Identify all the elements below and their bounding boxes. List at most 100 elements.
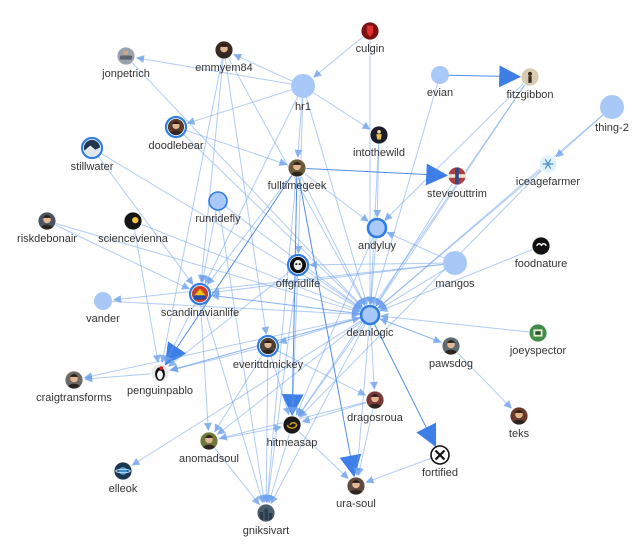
node-fitzgibbon[interactable]: fitzgibbon <box>506 67 554 101</box>
edge-deanlogic-to-anomadsoul <box>217 320 364 435</box>
node-intothewild[interactable]: intothewild <box>353 125 405 159</box>
node-fulltimegeek[interactable]: fulltimegeek <box>268 158 327 192</box>
node-gniksivart[interactable]: gniksivart <box>243 503 289 537</box>
node-penguinpablo[interactable]: penguinpablo <box>127 363 193 397</box>
edge-hr1-to-fulltimegeek <box>294 97 303 158</box>
node-label-fulltimegeek: fulltimegeek <box>268 180 327 192</box>
node-label-anomadsoul: anomadsoul <box>179 453 239 465</box>
node-scandinavianlife[interactable]: scandinavianlife <box>161 282 239 319</box>
edge-everittdmickey-to-penguinpablo <box>169 347 259 373</box>
game-avatar-icon <box>529 324 547 342</box>
node-joeyspector[interactable]: joeyspector <box>509 323 567 357</box>
edge-offgridlife-to-penguinpablo <box>168 270 291 367</box>
node-sciencevienna[interactable]: sciencevienna <box>98 211 169 245</box>
node-culgin[interactable]: culgin <box>356 21 385 55</box>
node-label-elleok: elleok <box>109 483 138 495</box>
node-label-iceagefarmer: iceagefarmer <box>516 176 581 188</box>
edge-jonpetrich-to-deanlogic <box>131 62 364 308</box>
node-runridefly[interactable]: runridefly <box>195 191 241 225</box>
node-hr1[interactable]: hr1 <box>291 74 315 113</box>
node-foodnature[interactable]: foodnature <box>515 236 568 270</box>
edge-deanlogic-to-scandinavianlife <box>211 292 362 315</box>
node-teks[interactable]: teks <box>509 406 530 440</box>
node-anomadsoul[interactable]: anomadsoul <box>179 431 239 465</box>
bubble-node-shape <box>443 251 467 275</box>
node-craigtransforms[interactable]: craigtransforms <box>36 370 112 404</box>
edge-evian-to-fitzgibbon <box>448 65 522 88</box>
node-everittdmickey[interactable]: everittdmickey <box>233 334 304 371</box>
edge-scandinavianlife-to-anomadsoul <box>200 303 212 431</box>
node-offgridlife[interactable]: offgridlife <box>276 253 320 290</box>
edge-hr1-to-intothewild <box>312 92 371 130</box>
node-label-sciencevienna: sciencevienna <box>98 233 169 245</box>
edge-emmyem84-to-penguinpablo <box>159 58 223 363</box>
node-andyluy[interactable]: andyluy <box>358 217 396 252</box>
edge-hr1-to-doodlebear <box>186 89 292 125</box>
node-fortified[interactable]: fortified <box>422 445 458 479</box>
edge-mangos-to-vander <box>113 263 444 304</box>
node-steveouttrim[interactable]: steveouttrim <box>427 166 487 200</box>
node-hitmeasap[interactable]: hitmeasap <box>267 415 318 449</box>
node-jonpetrich[interactable]: jonpetrich <box>101 46 150 80</box>
bubble-node-shape <box>600 95 624 119</box>
node-label-scandinavianlife: scandinavianlife <box>161 307 239 319</box>
node-label-teks: teks <box>509 428 530 440</box>
node-label-thing-2: thing-2 <box>595 122 629 134</box>
edge-everittdmickey-to-anomadsoul <box>214 354 264 433</box>
portrait-avatar-icon <box>38 212 56 230</box>
figure-avatar-icon <box>521 68 539 86</box>
node-emmyem84[interactable]: emmyem84 <box>195 40 253 74</box>
mask-avatar-icon <box>289 256 307 274</box>
edge-anomadsoul-to-gniksivart <box>214 447 260 506</box>
edge-offgridlife-to-deanlogic <box>305 270 362 310</box>
edge-fitzgibbon-to-andyluy <box>384 82 524 221</box>
bubble-node-shape <box>208 191 228 211</box>
node-pawsdog[interactable]: pawsdog <box>429 336 473 370</box>
node-label-offgridlife: offgridlife <box>276 278 320 290</box>
edge-deanlogic-to-elleok <box>131 319 363 466</box>
edge-stillwater-to-scandinavianlife <box>97 155 194 285</box>
node-doodlebear[interactable]: doodlebear <box>148 115 204 152</box>
edge-deanlogic-to-hitmeasap <box>297 322 366 417</box>
node-vander[interactable]: vander <box>86 292 120 325</box>
edge-fortified-to-ura-soul <box>365 457 432 484</box>
node-iceagefarmer[interactable]: iceagefarmer <box>516 154 581 188</box>
edge-hr1-to-scandinavianlife <box>204 96 299 284</box>
edge-everittdmickey-to-dragosroua <box>276 350 366 396</box>
node-mangos[interactable]: mangos <box>435 251 475 290</box>
node-label-andyluy: andyluy <box>358 240 396 252</box>
node-label-fitzgibbon: fitzgibbon <box>506 89 553 101</box>
portrait-avatar-icon <box>288 159 306 177</box>
edge-hitmeasap-to-ura-soul <box>298 430 349 479</box>
node-label-stillwater: stillwater <box>71 161 114 173</box>
node-stillwater[interactable]: stillwater <box>71 136 114 173</box>
edge-riskdebonair-to-scandinavianlife <box>54 224 190 290</box>
city-avatar-icon <box>257 504 275 522</box>
node-label-penguinpablo: penguinpablo <box>127 385 193 397</box>
edge-deanlogic-to-everittdmickey <box>278 317 362 345</box>
edge-hr1-to-deanlogic <box>305 97 369 306</box>
edge-deanlogic-to-dragosroua <box>369 323 378 390</box>
edge-deanlogic-to-gniksivart <box>270 322 367 504</box>
node-ura-soul[interactable]: ura-soul <box>336 476 376 510</box>
portrait-avatar-icon <box>65 371 83 389</box>
node-label-hitmeasap: hitmeasap <box>267 437 318 449</box>
node-evian[interactable]: evian <box>427 66 453 99</box>
node-dragosroua[interactable]: dragosroua <box>347 390 404 424</box>
edge-fulltimegeek-to-andyluy <box>303 172 369 222</box>
node-elleok[interactable]: elleok <box>109 461 138 495</box>
edge-deanlogic-to-craigtransforms <box>83 316 362 381</box>
edge-deanlogic-to-ura-soul <box>353 323 370 476</box>
portrait-avatar-icon <box>200 432 218 450</box>
nodes-layer: culgin jonpetrich emmyem84 hr1 evian fitzgibb… <box>17 21 629 537</box>
node-thing-2[interactable]: thing-2 <box>595 95 629 134</box>
star-avatar-icon <box>124 212 142 230</box>
node-label-deanlogic: deanlogic <box>346 327 394 339</box>
edge-sciencevienna-to-deanlogic <box>141 223 361 313</box>
node-riskdebonair[interactable]: riskdebonair <box>17 211 77 245</box>
node-deanlogic[interactable]: deanlogic <box>346 304 394 339</box>
viking-avatar-icon <box>191 285 209 303</box>
bubble-node-shape <box>291 74 315 98</box>
edge-everittdmickey-to-gniksivart <box>262 355 271 503</box>
